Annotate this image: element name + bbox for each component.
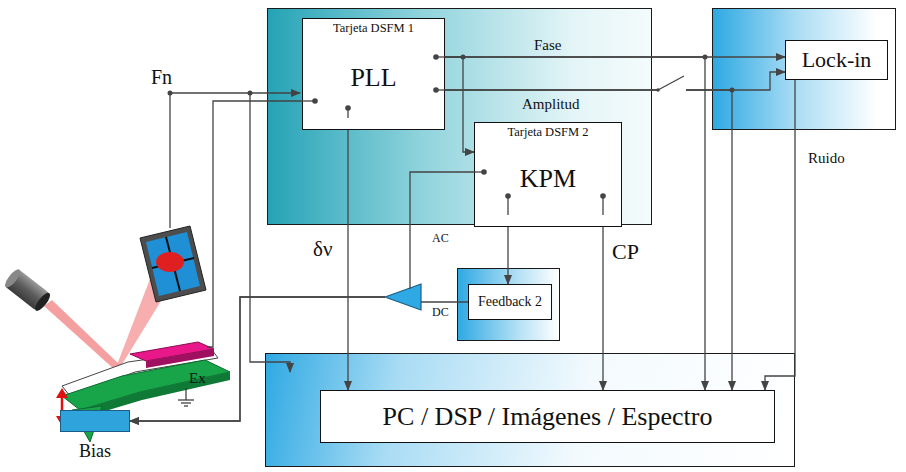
node-label: KPM [520,131,576,226]
signal-name: Fn [151,66,172,88]
signal-label: Amplitud [522,96,580,113]
signal-label: CP [612,240,639,264]
node-label: Feedback 2 [478,294,542,310]
signal-wire [445,90,732,390]
signal-name: Ex [189,370,206,387]
signal-wire [445,72,785,90]
signal-label: δν [313,238,332,261]
node-label: PLL [350,27,396,129]
signal-label: AC [432,232,449,245]
signal-wire [602,227,603,390]
signal-wire [347,130,348,390]
card-title: Tarjeta DSFM 1 [333,21,414,35]
kpm-card: Tarjeta DSFM 2KPM [474,122,622,227]
card-title: Tarjeta DSFM 2 [507,125,588,139]
node-label: Lock-in [802,47,872,72]
pc-box: PC / DSP / Imágenes / Espectro [320,390,775,443]
signal-wire [445,57,705,390]
signal-label: Fase [534,37,562,54]
node-label: PC / DSP / Imágenes / Espectro [383,402,713,432]
signal-wire [130,172,474,421]
lockin-box: Lock-in [785,40,888,80]
signal-wire [445,57,474,152]
signal-wire [765,80,795,390]
signal-wire [507,227,508,284]
signal-label: Ruido [808,150,845,167]
signal-label: DC [432,306,449,319]
bias-electrode: Bias [60,410,130,432]
node-label: Bias [79,441,111,462]
pll-card: Tarjeta DSFM 1PLL [302,18,445,130]
feedback-box: Feedback 2 [468,284,552,320]
